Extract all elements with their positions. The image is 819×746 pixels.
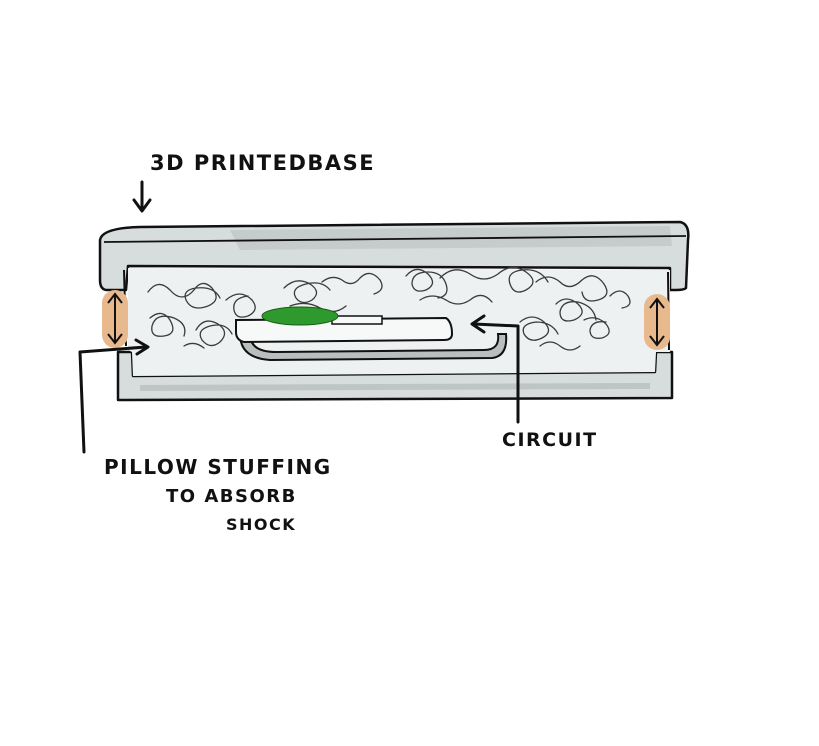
spring-right — [644, 294, 670, 350]
label-shock: SHOCK — [226, 515, 296, 534]
label-3d-printed-base: 3D PRINTEDBASE — [150, 151, 375, 175]
label-to-absorb: TO ABSORB — [166, 486, 297, 507]
label-circuit: CIRCUIT — [502, 429, 598, 451]
circuit-component — [332, 316, 382, 324]
label-pillow-stuffing: PILLOW STUFFING — [104, 455, 332, 479]
spring-left — [102, 290, 128, 348]
pcb-green-blob — [262, 307, 338, 325]
